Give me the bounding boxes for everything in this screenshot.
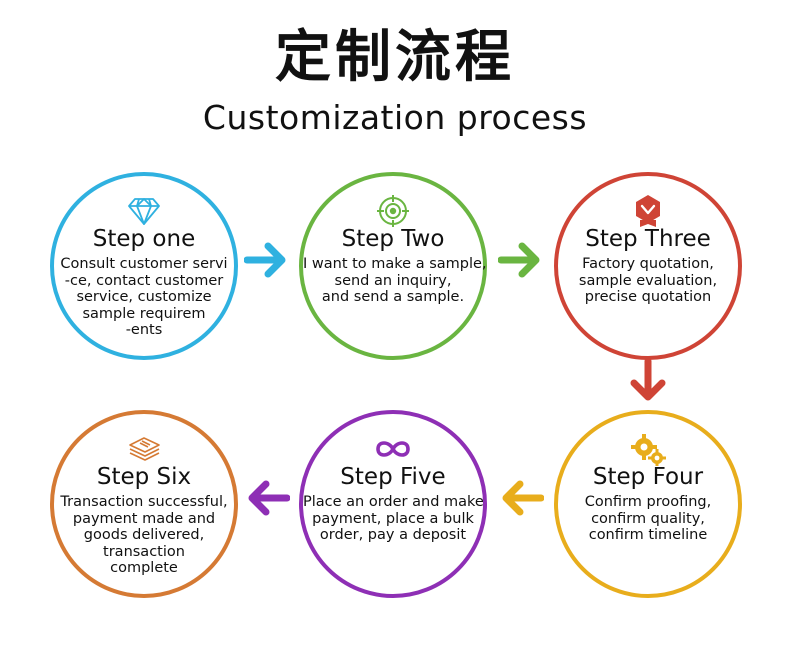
step-description-line: payment made and	[72, 510, 216, 527]
step-title: Step Six	[96, 464, 192, 490]
step-description-line: precise quotation	[584, 289, 712, 305]
step-title: Step Five	[340, 464, 446, 490]
step-description: Confirm proofing, confirm quality, confi…	[558, 494, 738, 544]
step-description-line: send an inquiry,	[334, 272, 452, 289]
step-description: I want to make a sample, send an inquiry…	[303, 256, 487, 306]
step-description-line: confirm quality,	[591, 510, 705, 527]
gears-icon	[630, 432, 666, 466]
step-description-line: -ce, contact customer	[64, 272, 224, 289]
target-icon	[375, 194, 411, 228]
step-description-line: -ents	[125, 322, 163, 338]
step-title: Step Two	[341, 226, 445, 252]
step-description: Transaction successful, payment made and…	[54, 494, 234, 577]
step-description-line: Factory quotation,	[582, 256, 714, 272]
step-six-circle: Step Six Transaction successful, payment…	[50, 410, 238, 598]
step-description-line: Transaction successful,	[60, 494, 228, 510]
step-description: Place an order and make payment, place a…	[303, 494, 484, 544]
arrow-left-icon	[246, 478, 290, 518]
step-description: Factory quotation, sample evaluation, pr…	[558, 256, 738, 306]
step-description: Consult customer servi -ce, contact cust…	[54, 256, 234, 339]
money-stack-icon	[126, 432, 162, 466]
step-description-line: and send a sample.	[321, 289, 465, 305]
page-title-english: Customization process	[202, 98, 588, 137]
step-description-line: transaction	[103, 543, 185, 560]
diamond-icon	[126, 194, 162, 228]
arrow-right-icon	[498, 240, 542, 280]
arrow-right-icon	[244, 240, 288, 280]
step-description-line: Consult customer servi	[60, 256, 228, 272]
step-title: Step Four	[592, 464, 704, 490]
page-title-chinese: 定制流程	[275, 25, 515, 90]
infinity-icon	[375, 432, 411, 466]
step-three-circle: Step Three Factory quotation, sample eva…	[554, 172, 742, 360]
step-two-circle: Step Two I want to make a sample, send a…	[299, 172, 487, 360]
step-four-circle: Step Four Confirm proofing, confirm qual…	[554, 410, 742, 598]
step-description-line: I want to make a sample,	[303, 256, 487, 272]
step-description-line: Confirm proofing,	[584, 494, 712, 510]
badge-icon	[630, 194, 666, 228]
step-description-line: service, customize	[76, 289, 212, 305]
arrow-down-icon	[628, 358, 668, 404]
step-one-circle: Step one Consult customer servi -ce, con…	[50, 172, 238, 360]
step-description-line: order, pay a deposit	[319, 527, 467, 543]
step-description-line: payment, place a bulk	[312, 510, 474, 527]
step-description-line: confirm timeline	[588, 527, 708, 543]
step-five-circle: Step Five Place an order and make paymen…	[299, 410, 487, 598]
arrow-left-icon	[500, 478, 544, 518]
step-description-line: complete	[110, 560, 178, 576]
step-description-line: Place an order and make	[303, 494, 484, 510]
step-description-line: goods delivered,	[83, 527, 205, 543]
step-title: Step one	[92, 226, 196, 252]
step-description-line: sample evaluation,	[578, 272, 718, 289]
step-title: Step Three	[585, 226, 711, 252]
step-description-line: sample requirem	[82, 305, 206, 322]
